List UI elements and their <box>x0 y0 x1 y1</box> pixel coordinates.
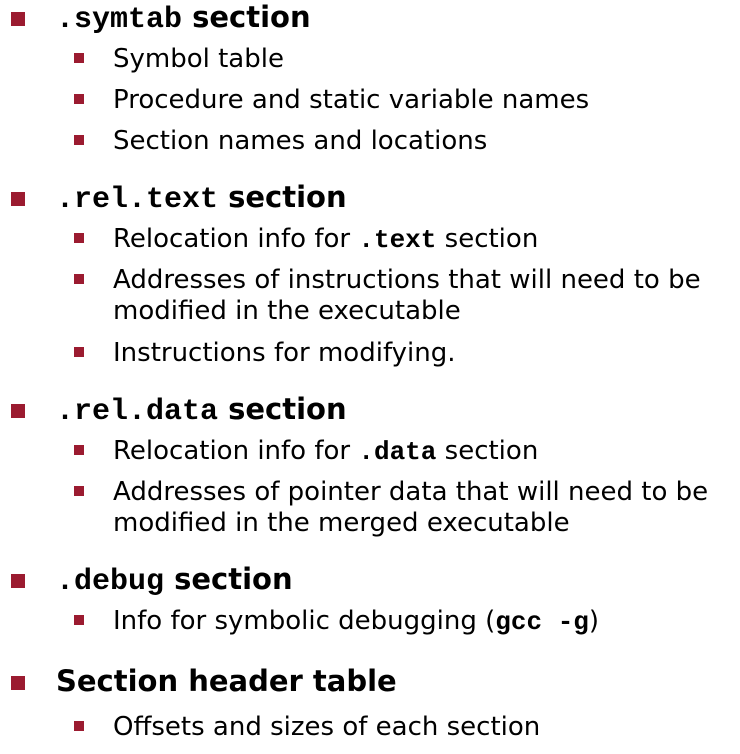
inline-code: .data <box>358 437 437 467</box>
square-bullet-icon <box>11 192 25 206</box>
section-rel-text: .rel.text section Relocation info for .t… <box>0 180 740 368</box>
list-item-text: Procedure and static variable names <box>113 85 590 115</box>
text-post: section <box>436 436 539 466</box>
heading-code: .rel.text <box>56 183 219 217</box>
text-post: section <box>436 224 539 254</box>
section-rel-data: .rel.data section Relocation info for .d… <box>0 392 740 538</box>
inline-code: gcc -g <box>495 607 589 637</box>
list-item-text: Info for symbolic debugging (gcc -g) <box>113 606 740 638</box>
list-item-text: Offsets and sizes of each section <box>113 712 541 742</box>
list-item: Offsets and sizes of each section <box>0 712 740 743</box>
list-item-text: Relocation info for .text section <box>113 224 740 256</box>
list-item: Procedure and static variable names <box>0 85 740 116</box>
heading-text: .rel.text section <box>56 180 347 217</box>
heading-symtab: .symtab section <box>0 0 740 40</box>
square-bullet-icon <box>74 445 84 455</box>
heading-text: .symtab section <box>56 0 311 37</box>
list-item-line: modified in the merged executable <box>113 508 570 538</box>
heading-suffix: section <box>218 180 347 214</box>
section-debug: .debug section Info for symbolic debuggi… <box>0 562 740 637</box>
heading-rel-text: .rel.text section <box>0 180 740 220</box>
square-bullet-icon <box>11 404 25 418</box>
section-header-table: Section header table Offsets and sizes o… <box>0 664 740 742</box>
square-bullet-icon <box>74 274 84 284</box>
list-item-line: Addresses of instructions that will need… <box>113 265 701 295</box>
list-item-text: Symbol table <box>113 44 284 74</box>
inline-code: .text <box>358 225 437 255</box>
list-item-line: modified in the executable <box>113 296 461 326</box>
list-item-text: Addresses of instructions that will need… <box>113 265 740 327</box>
square-bullet-icon <box>74 721 84 731</box>
heading-text: .rel.data section <box>56 392 347 429</box>
heading-text: .debug section <box>56 562 293 599</box>
list-item: Addresses of instructions that will need… <box>0 265 740 327</box>
square-bullet-icon <box>74 347 84 357</box>
square-bullet-icon <box>11 676 25 690</box>
square-bullet-icon <box>74 615 84 625</box>
list-item: Instructions for modifying. <box>0 338 740 369</box>
text-pre: Relocation info for <box>113 224 359 254</box>
list-item-line: Addresses of pointer data that will need… <box>113 477 709 507</box>
square-bullet-icon <box>74 94 84 104</box>
list-item: Info for symbolic debugging (gcc -g) <box>0 606 740 638</box>
heading-code: .rel.data <box>56 395 219 429</box>
list-item-text: Instructions for modifying. <box>113 338 456 368</box>
list-item: Relocation info for .data section <box>0 436 740 468</box>
square-bullet-icon <box>74 233 84 243</box>
heading-text: Section header table <box>56 664 397 698</box>
list-item-text: Addresses of pointer data that will need… <box>113 477 740 539</box>
heading-suffix: section <box>164 562 293 596</box>
heading-rel-data: .rel.data section <box>0 392 740 432</box>
heading-debug: .debug section <box>0 562 740 602</box>
heading-code: .debug <box>56 565 165 599</box>
square-bullet-icon <box>11 574 25 588</box>
list-item: Addresses of pointer data that will need… <box>0 477 740 539</box>
square-bullet-icon <box>74 135 84 145</box>
text-post: ) <box>588 606 600 636</box>
square-bullet-icon <box>74 486 84 496</box>
list-item-text: Relocation info for .data section <box>113 436 740 468</box>
heading-section-header-table: Section header table <box>0 664 740 704</box>
heading-suffix: section <box>182 0 311 34</box>
text-pre: Info for symbolic debugging ( <box>113 606 496 636</box>
list-item: Section names and locations <box>0 126 740 157</box>
text-pre: Relocation info for <box>113 436 359 466</box>
square-bullet-icon <box>11 12 25 26</box>
list-item-text: Section names and locations <box>113 126 488 156</box>
list-item: Symbol table <box>0 44 740 75</box>
section-symtab: .symtab section Symbol table Procedure a… <box>0 0 740 156</box>
heading-suffix: section <box>218 392 347 426</box>
square-bullet-icon <box>74 53 84 63</box>
heading-code: .symtab <box>56 3 183 37</box>
list-item: Relocation info for .text section <box>0 224 740 256</box>
